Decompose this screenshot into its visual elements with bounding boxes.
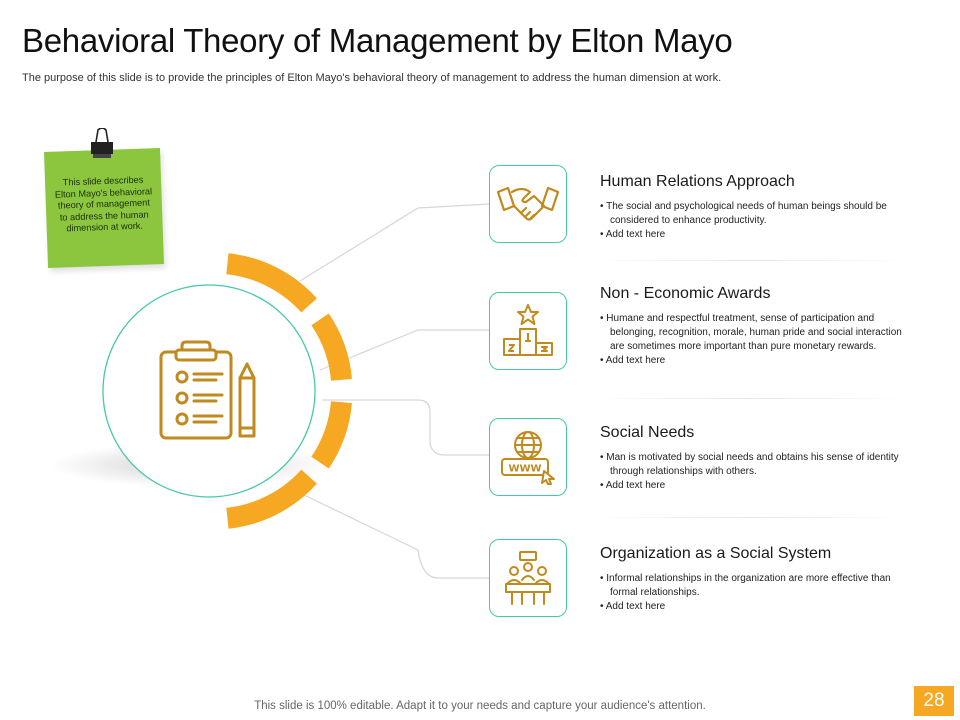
ring-arc-3	[311, 400, 352, 469]
item-bullet: • Humane and respectful treatment, sense…	[600, 313, 902, 352]
sticky-note-text: This slide describes Elton Mayo's behavi…	[54, 174, 153, 234]
item-title: Human Relations Approach	[600, 173, 795, 190]
ring-arcs	[226, 253, 352, 529]
item-bullet: • Add text here	[600, 601, 666, 612]
footer-note: This slide is 100% editable. Adapt it to…	[254, 700, 706, 712]
item-non-economic: Non - Economic Awards • Humane and respe…	[600, 285, 910, 368]
item-human-relations: Human Relations Approach • The social an…	[600, 173, 910, 242]
page-number: 28	[914, 686, 954, 716]
slide-title: Behavioral Theory of Management by Elton…	[22, 22, 733, 59]
divider	[592, 260, 908, 261]
item-bullet: • Add text here	[600, 480, 666, 491]
item-bullet: • The social and psychological needs of …	[600, 201, 887, 226]
item-bullet-text: Man is motivated by social needs and obt…	[606, 452, 899, 477]
globe-www-icon: WWW	[501, 431, 555, 485]
item-title: Organization as a Social System	[600, 545, 832, 562]
item-bullet-text: Add text here	[605, 480, 666, 491]
item-bullet-text: Informal relationships in the organizati…	[606, 573, 891, 598]
icon-box-social-needs: WWW	[489, 418, 567, 496]
divider	[592, 398, 908, 399]
connector-line-4	[299, 492, 489, 579]
item-organization: Organization as a Social System • Inform…	[600, 545, 910, 614]
ring-arc-4	[226, 469, 317, 529]
icon-box-organization	[489, 539, 567, 617]
item-bullet-text: The social and psychological needs of hu…	[606, 201, 887, 226]
item-bullet: • Add text here	[600, 229, 666, 240]
handshake-icon	[496, 186, 560, 221]
item-bullet-text: Add text here	[605, 601, 666, 612]
ring-arc-2	[311, 313, 352, 382]
ring-arc-1	[226, 253, 317, 313]
connector-line-3	[322, 399, 489, 456]
item-title: Social Needs	[600, 424, 695, 441]
icon-box-human-relations	[489, 165, 567, 243]
team-meeting-icon	[505, 551, 551, 605]
item-social-needs: Social Needs • Man is motivated by socia…	[600, 424, 910, 493]
podium-star-icon	[503, 304, 553, 356]
item-title: Non - Economic Awards	[600, 285, 771, 302]
binder-clip-icon	[91, 128, 113, 158]
clipboard-checklist-pencil-icon	[159, 340, 256, 440]
item-bullet-text: Add text here	[605, 355, 666, 366]
item-bullet-text: Humane and respectful treatment, sense o…	[606, 313, 902, 352]
center-circle	[102, 284, 316, 498]
svg-text:WWW: WWW	[508, 464, 541, 475]
item-bullet: • Informal relationships in the organiza…	[600, 573, 891, 598]
sticky-note: This slide describes Elton Mayo's behavi…	[44, 148, 164, 268]
connector-lines	[299, 203, 490, 579]
divider	[592, 517, 908, 518]
item-bullet-text: Add text here	[605, 229, 666, 240]
icon-box-non-economic	[489, 292, 567, 370]
item-bullet: • Man is motivated by social needs and o…	[600, 452, 899, 477]
item-bullet: • Add text here	[600, 355, 666, 366]
connector-line-2	[319, 329, 489, 371]
slide-subtitle: The purpose of this slide is to provide …	[22, 72, 722, 84]
connector-line-1	[299, 203, 490, 282]
